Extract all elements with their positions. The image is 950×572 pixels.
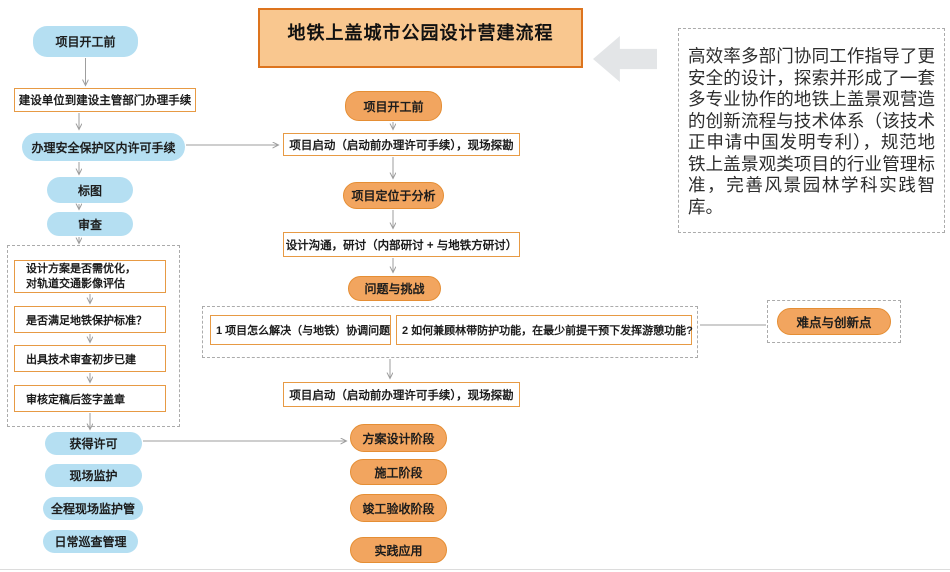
node-stage-design: 方案设计阶段 — [350, 424, 447, 452]
node-question-coordination: 1 项目怎么解决（与地铁）协调问题 — [210, 315, 391, 345]
bottom-divider — [0, 569, 950, 570]
node-technical-review: 出具技术审查初步已建 — [14, 345, 166, 372]
summary-note: 高效率多部门协同工作指导了更安全的设计，探索并形成了一套多专业协作的地铁上盖景观… — [678, 28, 945, 233]
highlight-group — [767, 300, 901, 343]
node-site-guard: 现场监护 — [45, 464, 142, 487]
node-challenges: 问题与挑战 — [348, 276, 441, 301]
questions-group — [202, 306, 698, 358]
node-pre-start-left: 项目开工前 — [33, 26, 138, 57]
node-marking: 标图 — [47, 177, 133, 203]
node-design-discussion: 设计沟通，研讨（内部研讨 + 与地铁方研讨） — [283, 232, 520, 257]
node-pre-start-center: 项目开工前 — [345, 91, 442, 121]
node-stage-practice: 实践应用 — [350, 537, 447, 563]
node-stage-construction: 施工阶段 — [350, 459, 447, 485]
node-daily-patrol: 日常巡查管理 — [43, 530, 138, 553]
node-license-obtained: 获得许可 — [45, 432, 142, 455]
node-review: 审查 — [47, 212, 133, 236]
node-stage-acceptance: 竣工验收阶段 — [350, 494, 447, 522]
connector-group — [79, 58, 766, 441]
page-title: 地铁上盖城市公园设计营建流程 — [258, 8, 583, 68]
node-question-forest-belt: 2 如何兼顾林带防护功能，在最少前提干预下发挥游憩功能? — [396, 315, 693, 345]
node-project-kickoff: 项目启动（启动前办理许可手续），现场探勘 — [283, 133, 520, 156]
node-project-kickoff-2: 项目启动（启动前办理许可手续），现场探勘 — [283, 382, 520, 407]
node-authority-procedure: 建设单位到建设主管部门办理手续 — [14, 88, 196, 112]
node-full-site-guard: 全程现场监护管 — [43, 497, 143, 520]
node-design-optimization: 设计方案是否需优化， 对轨道交通影像评估 — [14, 260, 166, 293]
node-safety-zone-permit: 办理安全保护区内许可手续 — [22, 133, 185, 161]
review-steps-group — [7, 245, 180, 427]
node-metro-protection-standard: 是否满足地铁保护标准？ — [14, 306, 166, 333]
node-sign-and-seal: 审核定稿后签字盖章 — [14, 385, 166, 412]
node-positioning-analysis: 项目定位于分析 — [343, 182, 444, 209]
node-difficulties-innovations: 难点与创新点 — [777, 308, 891, 335]
